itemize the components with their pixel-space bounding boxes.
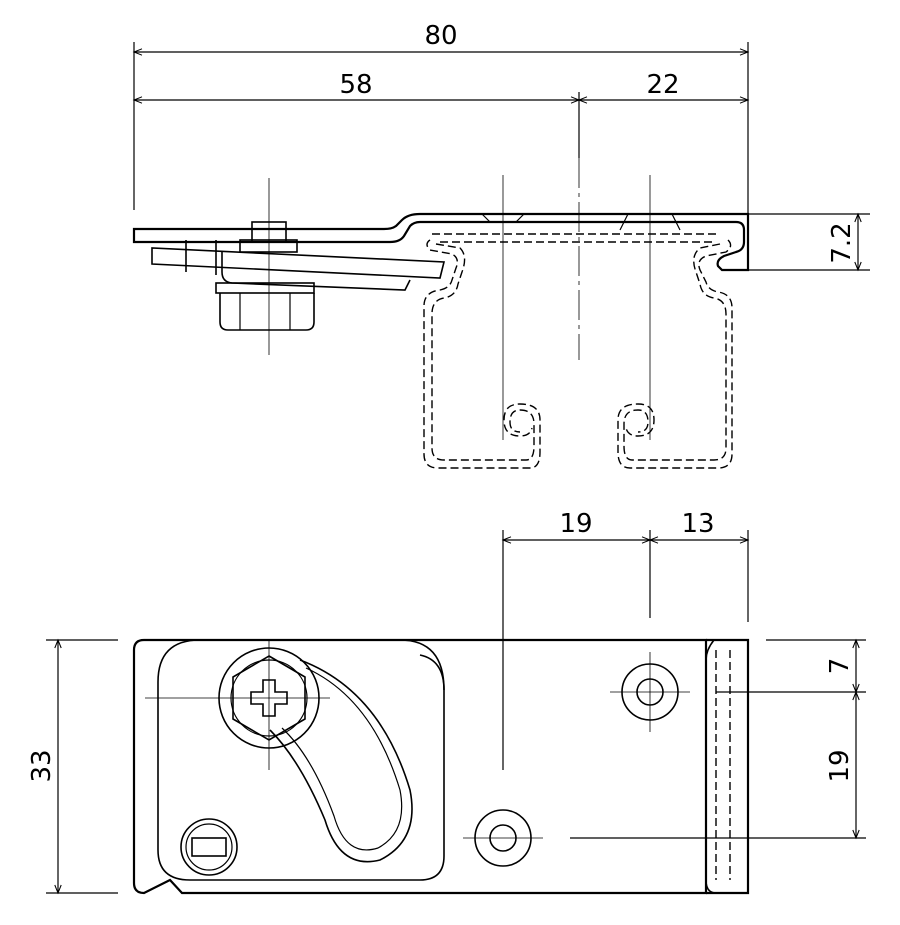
dimension-overall-width: 80 — [132, 21, 750, 214]
dim-label-left-span: 58 — [339, 70, 372, 100]
locator-tab — [180, 818, 238, 876]
dim-label-hole-top-offset: 7 — [825, 658, 855, 675]
dimension-right-holes: 7 19 — [570, 638, 866, 840]
mounting-hole-top — [610, 652, 690, 732]
dim-label-hole-offset-b: 13 — [681, 509, 714, 539]
dim-label-height-total: 33 — [27, 749, 57, 782]
lower-plate — [151, 221, 446, 291]
top-plate — [132, 212, 750, 272]
adjustment-slot — [269, 659, 413, 863]
dimension-side-height: 7.2 — [722, 212, 870, 272]
base-plate — [132, 638, 708, 895]
hex-nut — [215, 282, 315, 331]
dimension-spans: 58 22 — [132, 70, 750, 158]
dim-label-hole-offset-a: 19 — [559, 509, 592, 539]
phillips-screw — [145, 640, 330, 770]
plan-view: 19 13 33 7 19 — [27, 509, 866, 895]
side-view: 80 58 22 7.2 — [132, 21, 870, 469]
mounting-hole-bottom — [463, 809, 543, 867]
dim-label-right-span: 22 — [646, 70, 679, 100]
dimension-height-total: 33 — [27, 638, 118, 895]
dimension-hole-offsets: 19 13 — [501, 509, 750, 770]
dim-label-overall-width: 80 — [424, 21, 457, 51]
dim-label-side-height: 7.2 — [827, 222, 857, 263]
hidden-rail — [423, 233, 733, 469]
right-flange — [705, 638, 750, 895]
dim-label-hole-spacing: 19 — [825, 749, 855, 782]
